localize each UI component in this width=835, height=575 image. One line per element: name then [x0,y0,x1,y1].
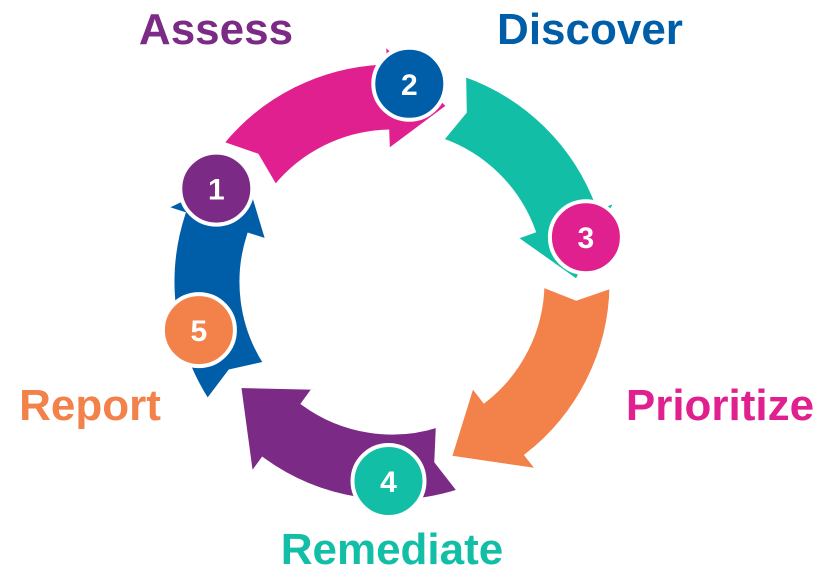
step-labels: Assess Discover Prioritize Remediate Rep… [19,5,814,574]
step-number-2: 2 [401,69,418,102]
arrow-segment-report [445,280,615,475]
step-badge-3 [547,199,624,276]
step-label-discover: Discover [497,5,683,54]
step-badges: 1 2 3 4 5 [160,45,624,519]
arrow-segment-assess [235,382,465,505]
step-badge-2 [371,45,448,122]
step-number-1: 1 [208,174,225,207]
step-label-remediate: Remediate [281,525,504,574]
step-number-4: 4 [380,466,397,499]
step-number-3: 3 [578,222,595,255]
step-label-assess: Assess [139,5,293,54]
step-label-report: Report [19,381,161,430]
step-badge-1 [178,150,255,227]
step-badge-4 [350,443,427,519]
step-number-5: 5 [191,315,208,348]
step-badge-5 [160,292,237,369]
step-label-prioritize: Prioritize [626,381,814,430]
